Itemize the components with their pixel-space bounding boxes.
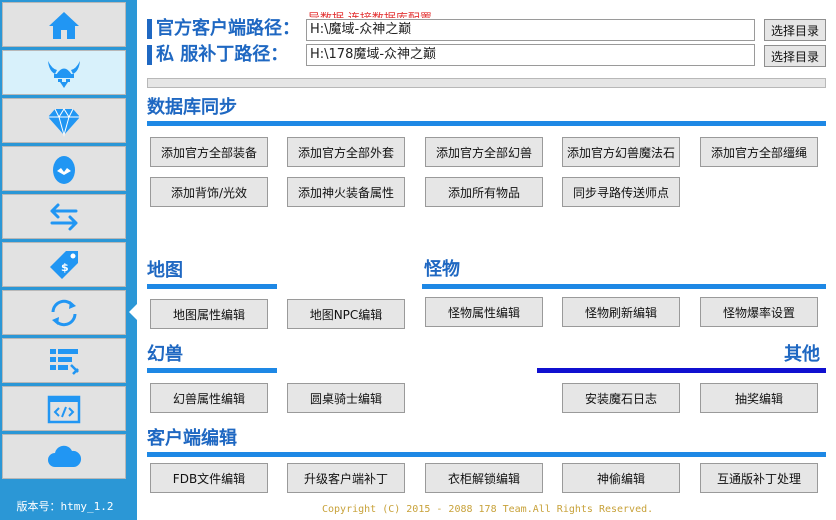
add-official-outfit-button[interactable]: 添加官方全部外套 <box>287 137 405 167</box>
db-sync-divider <box>147 121 826 126</box>
sidebar-item-price[interactable]: $ <box>2 242 126 287</box>
add-official-pet-stones-button[interactable]: 添加官方幻兽魔法石 <box>562 137 680 167</box>
active-indicator-arrow <box>129 304 137 320</box>
interop-patch-button[interactable]: 互通版补丁处理 <box>700 463 818 493</box>
diamond-icon <box>48 107 80 137</box>
add-all-items-button[interactable]: 添加所有物品 <box>425 177 543 207</box>
copyright-footer: Copyright (C) 2015 - 2088 178 Team.All R… <box>322 504 654 515</box>
add-official-equipment-button[interactable]: 添加官方全部装备 <box>150 137 268 167</box>
transfer-arrows-icon <box>50 203 78 230</box>
version-label: 版本号：htmy_1.2 <box>16 500 114 513</box>
code-window-icon <box>47 395 81 423</box>
sidebar-item-transfer[interactable] <box>2 194 126 239</box>
list-settings-icon <box>50 348 79 375</box>
lottery-edit-button[interactable]: 抽奖编辑 <box>700 383 818 413</box>
pet-title: 幻兽 <box>147 344 183 365</box>
sidebar-item-diamond[interactable] <box>2 98 126 143</box>
monster-spawn-button[interactable]: 怪物刷新编辑 <box>562 297 680 327</box>
round-table-knight-button[interactable]: 圆桌骑士编辑 <box>287 383 405 413</box>
other-title: 其他 <box>784 344 820 365</box>
map-divider <box>147 284 277 289</box>
monster-divider <box>422 284 826 289</box>
db-sync-title: 数据库同步 <box>147 97 237 118</box>
fdb-edit-button[interactable]: FDB文件编辑 <box>150 463 268 493</box>
official-path-field[interactable]: H:\魔域-众神之巅 <box>306 19 755 41</box>
private-path-label: 私 服补丁路径： <box>147 43 288 67</box>
sidebar: $ <box>0 0 137 520</box>
sync-teleport-points-button[interactable]: 同步寻路传送师点 <box>562 177 680 207</box>
sidebar-item-sync[interactable] <box>2 290 126 335</box>
map-npc-button[interactable]: 地图NPC编辑 <box>287 299 405 329</box>
price-tag-icon: $ <box>50 250 78 279</box>
sidebar-item-helmet[interactable] <box>2 50 126 95</box>
sidebar-item-egg[interactable] <box>2 146 126 191</box>
client-title: 客户端编辑 <box>147 428 237 449</box>
other-divider <box>537 368 826 373</box>
monster-drop-rate-button[interactable]: 怪物爆率设置 <box>700 297 818 327</box>
progress-bar <box>147 78 826 88</box>
monster-attrs-button[interactable]: 怪物属性编辑 <box>425 297 543 327</box>
add-official-reins-button[interactable]: 添加官方全部缰绳 <box>700 137 818 167</box>
cloud-icon <box>48 445 82 467</box>
sync-icon <box>51 299 77 326</box>
home-icon <box>49 11 79 39</box>
official-path-label: 官方客户端路径： <box>147 17 300 41</box>
divine-servant-button[interactable]: 神偷编辑 <box>562 463 680 493</box>
pet-divider <box>147 368 277 373</box>
private-browse-button[interactable]: 选择目录 <box>764 45 826 67</box>
wardrobe-unlock-button[interactable]: 衣柜解锁编辑 <box>425 463 543 493</box>
overlay-text: 导数据 连接数据库配置 <box>308 12 432 18</box>
map-title: 地图 <box>147 260 183 281</box>
add-back-effects-button[interactable]: 添加背饰/光效 <box>150 177 268 207</box>
client-divider <box>147 452 826 457</box>
add-divine-fire-attrs-button[interactable]: 添加神火装备属性 <box>287 177 405 207</box>
install-stone-log-button[interactable]: 安装魔石日志 <box>562 383 680 413</box>
sidebar-item-code[interactable] <box>2 386 126 431</box>
svg-text:$: $ <box>61 261 69 274</box>
viking-helmet-icon <box>48 60 80 88</box>
upgrade-client-patch-button[interactable]: 升级客户端补丁 <box>287 463 405 493</box>
pet-attrs-button[interactable]: 幻兽属性编辑 <box>150 383 268 413</box>
sidebar-item-list[interactable] <box>2 338 126 383</box>
monster-title: 怪物 <box>424 259 460 280</box>
sidebar-item-cloud[interactable] <box>2 434 126 479</box>
egg-icon <box>53 155 75 184</box>
private-path-field[interactable]: H:\178魔域-众神之巅 <box>306 44 755 66</box>
add-official-pets-button[interactable]: 添加官方全部幻兽 <box>425 137 543 167</box>
official-browse-button[interactable]: 选择目录 <box>764 19 826 41</box>
sidebar-item-home[interactable] <box>2 2 126 47</box>
map-attrs-button[interactable]: 地图属性编辑 <box>150 299 268 329</box>
